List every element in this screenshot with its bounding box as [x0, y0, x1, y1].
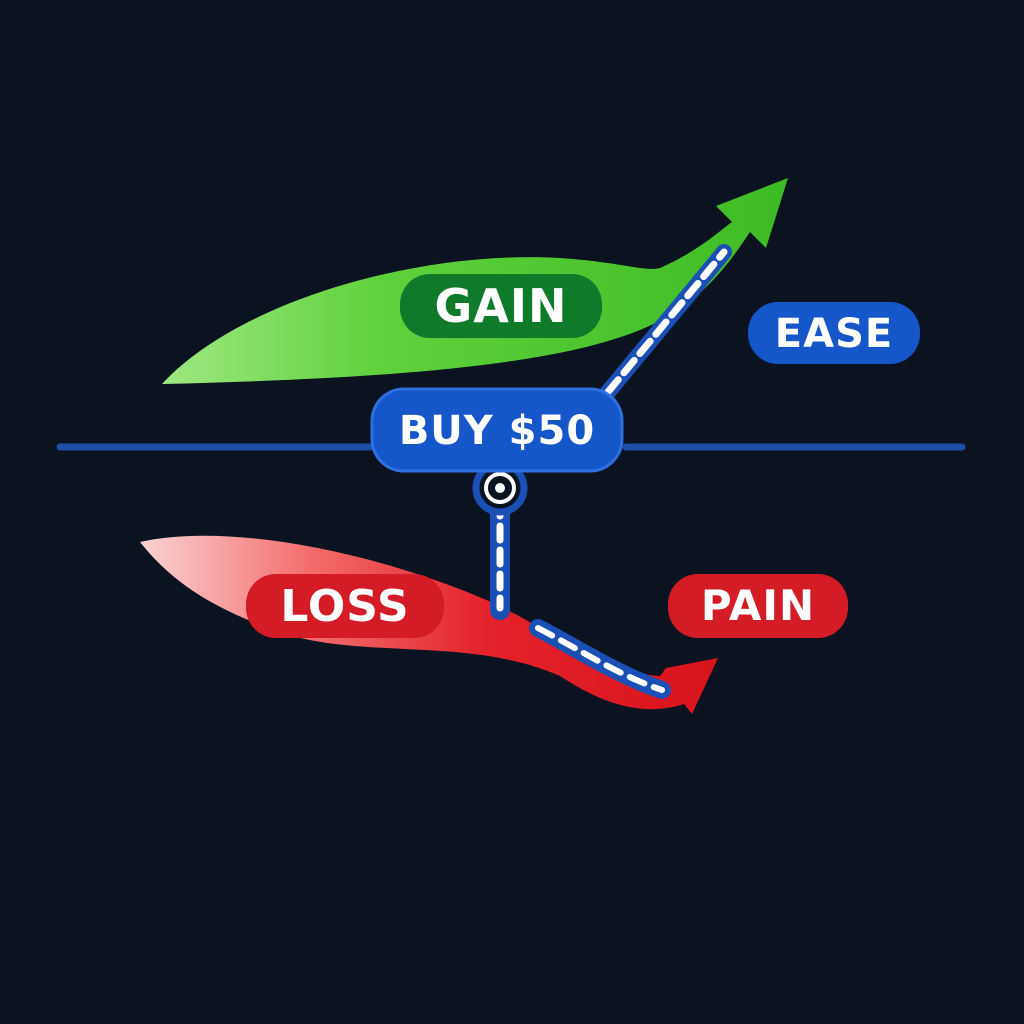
pain-label: PAIN: [701, 581, 815, 630]
buy-label: BUY $50: [399, 408, 595, 454]
gain-label: GAIN: [435, 279, 568, 333]
ease-label: EASE: [775, 311, 893, 357]
pain-pill: PAIN: [668, 574, 848, 638]
anchor-ring: [472, 460, 528, 516]
chain-to-gain: [600, 244, 732, 400]
loss-pill: LOSS: [246, 574, 444, 638]
buy-pill[interactable]: BUY $50: [370, 387, 624, 473]
loss-label: LOSS: [280, 581, 409, 632]
gain-pill: GAIN: [400, 274, 602, 338]
ease-pill: EASE: [748, 302, 920, 364]
chain-to-loss: [529, 619, 671, 699]
